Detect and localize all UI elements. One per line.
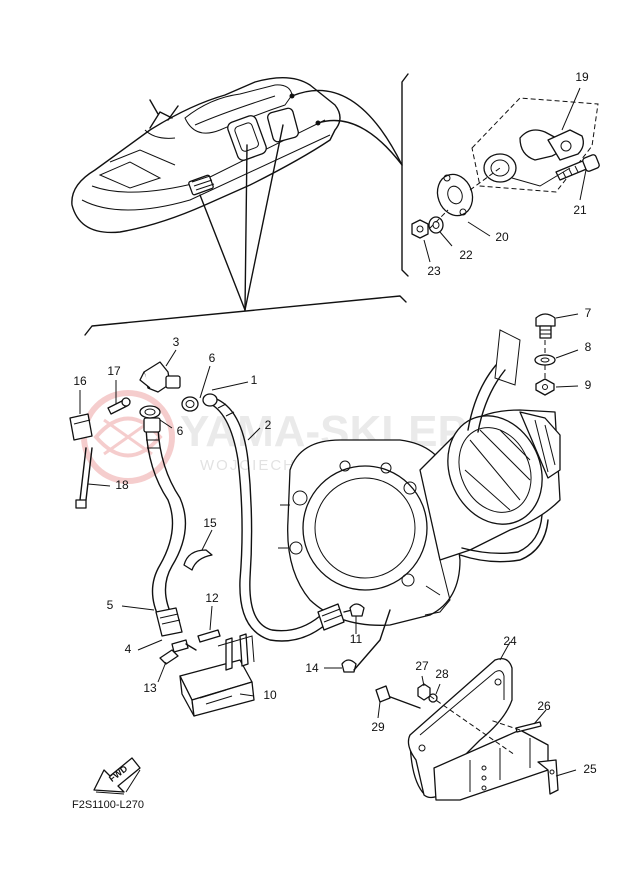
tie-band [75,447,93,509]
lower-bracket [84,295,407,336]
callout-numbers: 19 20 21 22 23 7 8 9 3 6 1 2 6 17 16 18 … [73,70,597,776]
grommet [183,549,213,571]
hatch-detail-group [411,97,600,239]
callout-1: 1 [251,373,258,387]
mount-bolt-long [375,685,421,709]
callout-23: 23 [427,264,441,278]
hose-joint [171,639,189,653]
callout-18: 18 [115,478,129,492]
hose-clamp-lower [341,659,357,673]
watercraft-overview [71,77,403,311]
callout-26: 26 [537,699,551,713]
cover-screw [515,721,542,733]
drain-plug-stack [534,313,556,396]
callout-15: 15 [203,516,217,530]
callout-20: 20 [495,230,509,244]
callout-24: 24 [503,634,517,648]
pin [107,397,131,415]
callout-19: 19 [575,70,589,84]
callout-12: 12 [205,591,219,605]
callout-14: 14 [305,661,319,675]
figure-code: F2S1100-L270 [72,799,144,811]
callout-22: 22 [459,248,473,262]
jet-pump-housing [278,329,561,626]
callout-8: 8 [585,340,592,354]
callout-25: 25 [583,762,597,776]
callout-9: 9 [585,378,592,392]
callout-7: 7 [585,306,592,320]
callout-4: 4 [125,642,132,656]
cover-nut [417,683,431,701]
clamp-upper [181,396,199,412]
callout-27: 27 [415,659,429,673]
hose-clip [159,649,179,665]
callout-6-lower: 6 [177,424,184,438]
control-unit [179,633,255,717]
callout-11: 11 [350,632,363,646]
mount-bolt [197,629,221,643]
hose-assembly [143,393,361,642]
callout-3: 3 [173,335,180,349]
callout-21: 21 [573,203,587,217]
hose-clamp-upper [349,603,365,617]
leader-lines [79,87,587,777]
callout-2: 2 [265,418,272,432]
callout-29: 29 [371,720,385,734]
callout-17: 17 [107,364,121,378]
callout-10: 10 [263,688,277,702]
callout-28: 28 [435,667,449,681]
upper-right-bracket [401,73,409,277]
fwd-arrow: FWD [93,757,141,795]
elbow-fitting [139,361,181,393]
callout-16: 16 [73,374,87,388]
callout-13: 13 [143,681,157,695]
callout-5: 5 [107,598,114,612]
clamp-lower [139,405,161,419]
holder-bracket [69,413,93,441]
callout-6-upper: 6 [209,351,216,365]
